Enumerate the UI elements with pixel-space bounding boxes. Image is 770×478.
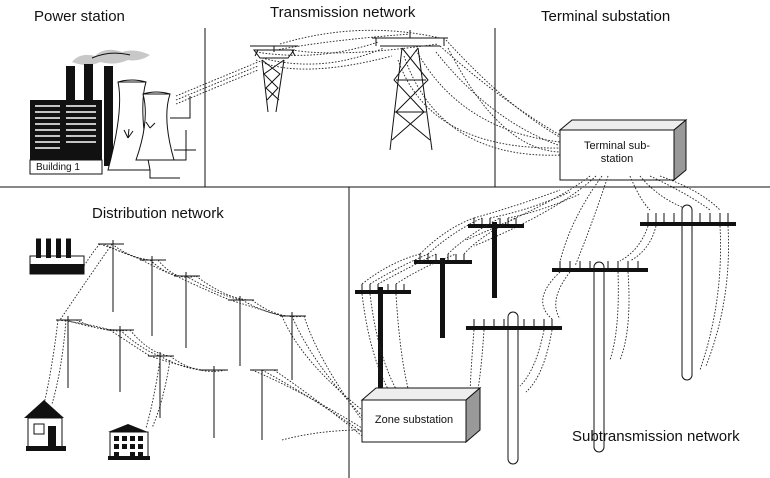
transmission-tower-large [372, 30, 448, 151]
power-station-illustration [29, 49, 196, 179]
distribution-lines [43, 243, 363, 441]
distribution-poles [56, 240, 306, 440]
house-icon [24, 400, 66, 451]
section-dividers [0, 28, 770, 478]
terminal-substation-box [558, 118, 688, 182]
subtransmission-network-title: Subtransmission network [572, 428, 740, 445]
transmission-tower-small [250, 45, 298, 113]
building-label: Building 1 [36, 162, 80, 173]
terminal-out-lines [465, 175, 721, 267]
transmission-lines [255, 29, 566, 156]
terminal-substation-box-label: Terminal sub- station [562, 140, 672, 166]
power-station-title: Power station [34, 8, 125, 25]
zone-substation-box [360, 386, 482, 444]
distribution-network-title: Distribution network [92, 205, 224, 222]
power-station-lines [175, 61, 259, 105]
terminal-box-line-1: Terminal sub- [583, 140, 651, 152]
terminal-substation-title: Terminal substation [541, 8, 671, 25]
terminal-box-line-2: station [600, 153, 634, 165]
transmission-network-title: Transmission network [270, 4, 416, 21]
distribution-factory [29, 238, 85, 275]
zone-substation-box-label: Zone substation [374, 414, 454, 426]
apartment-building-icon [108, 424, 150, 460]
subtransmission-poles [355, 204, 736, 465]
